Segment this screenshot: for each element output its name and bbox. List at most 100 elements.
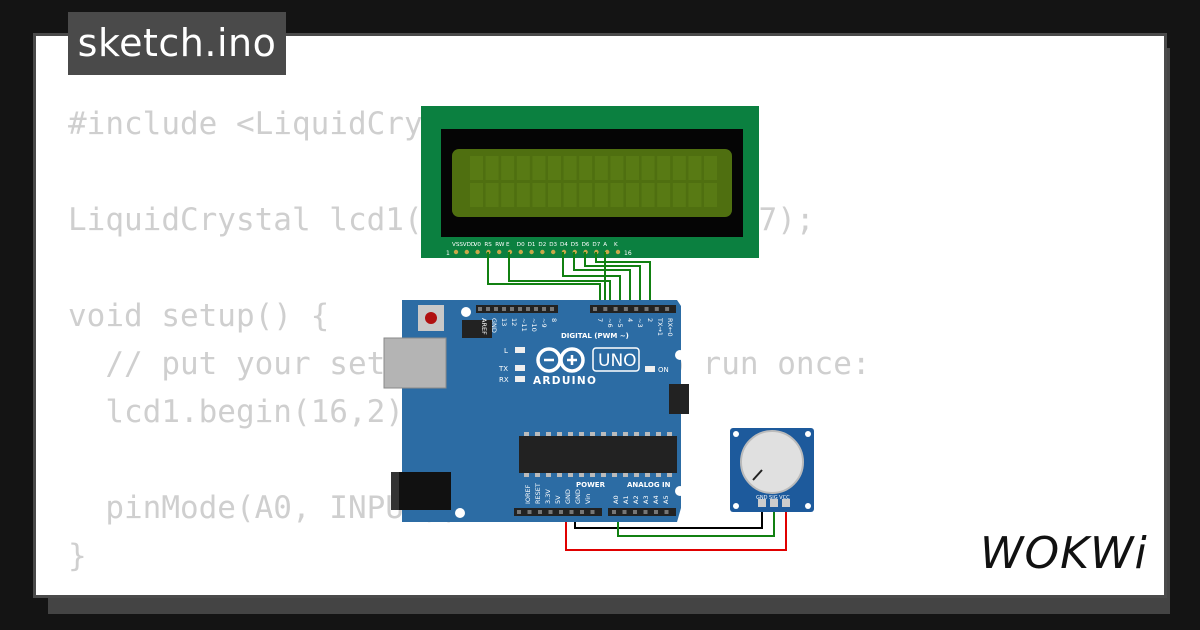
digital-pin[interactable] — [534, 307, 538, 311]
digital-pin[interactable] — [526, 307, 530, 311]
analog-pin-label: A0 — [612, 495, 620, 504]
digital-pin-label: ~3 — [636, 318, 644, 328]
wire-d6[interactable] — [584, 252, 641, 310]
lcd-pin-first: 1 — [446, 250, 450, 257]
lcd-pin[interactable] — [540, 249, 545, 255]
digital-pin[interactable] — [502, 307, 506, 311]
chip-pin — [524, 432, 529, 436]
pot-pin-labels: GND SIG VCC — [756, 495, 790, 501]
wire-e[interactable] — [508, 252, 611, 310]
analog-pin[interactable] — [633, 510, 637, 514]
lcd-char-cell — [610, 183, 624, 207]
analog-pin-label: A1 — [622, 495, 630, 504]
led-label-rx: RX — [499, 376, 509, 384]
pot-knob[interactable] — [740, 430, 804, 494]
lcd-pin[interactable] — [615, 249, 621, 255]
digital-pin[interactable] — [518, 307, 522, 311]
lcd-pin[interactable] — [529, 249, 534, 255]
analog-pin-label: A2 — [632, 495, 640, 504]
digital-pin[interactable] — [654, 307, 659, 311]
arduino-logo-symbols — [544, 355, 577, 365]
lcd-char-cell — [563, 156, 577, 180]
power-pin[interactable] — [548, 510, 553, 514]
digital-pin[interactable] — [494, 307, 498, 311]
wire-rs[interactable] — [487, 252, 601, 310]
lcd-pin[interactable] — [453, 249, 459, 255]
lcd-pin-label: VSS — [452, 242, 463, 248]
power-pin-label: 3.3V — [544, 489, 552, 504]
power-pin[interactable] — [517, 510, 521, 514]
power-pin-label: GND — [564, 489, 572, 504]
analog-pin[interactable] — [664, 510, 669, 514]
lcd-pin[interactable] — [518, 249, 523, 255]
digital-pin[interactable] — [542, 307, 546, 311]
lcd-char-cell — [657, 183, 671, 207]
lcd-char-cell — [501, 183, 515, 207]
digital-pin[interactable] — [603, 307, 608, 311]
analog-pin-label: A4 — [652, 495, 660, 504]
model-label: UNO — [598, 351, 637, 371]
lcd-pin-label: V0 — [474, 242, 482, 248]
lcd-pin[interactable] — [475, 249, 480, 255]
lcd-pin[interactable] — [551, 249, 556, 255]
chip-pin — [535, 432, 540, 436]
wire-d4[interactable] — [562, 252, 621, 310]
lcd-pin[interactable] — [605, 249, 610, 255]
wire-a0[interactable] — [617, 500, 775, 537]
digital-pin[interactable] — [665, 307, 670, 311]
lcd-char-cell — [501, 156, 515, 180]
file-tab[interactable]: sketch.ino — [68, 12, 286, 75]
power-pin[interactable] — [569, 510, 574, 514]
digital-pin[interactable] — [634, 307, 639, 311]
power-jack — [391, 472, 451, 510]
power-pin[interactable] — [580, 510, 584, 514]
chip-pin — [579, 473, 584, 477]
digital-pin[interactable] — [550, 307, 554, 311]
power-pin[interactable] — [538, 510, 542, 514]
analog-pin[interactable] — [643, 510, 648, 514]
digital-pin[interactable] — [486, 307, 490, 311]
power-header-label: POWER — [576, 481, 606, 489]
lcd-pin-label: RW — [495, 242, 505, 248]
digital-pin[interactable] — [613, 307, 618, 311]
analog-pin[interactable] — [622, 510, 627, 514]
wire-d5[interactable] — [573, 252, 631, 310]
pot-indicator — [752, 469, 763, 481]
digital-pin[interactable] — [478, 307, 482, 311]
digital-pin[interactable] — [510, 307, 514, 311]
power-pin[interactable] — [559, 510, 563, 514]
digital-pin[interactable] — [623, 307, 628, 311]
power-pin[interactable] — [590, 510, 595, 514]
chip-pin — [568, 432, 573, 436]
power-pin-label: GND — [574, 489, 582, 504]
mount-holes — [455, 307, 685, 518]
led-label-tx: TX — [498, 365, 508, 373]
analog-pin-label: A3 — [642, 495, 650, 504]
lcd-char-cell — [548, 156, 561, 180]
chip-pin — [590, 473, 595, 477]
power-pin[interactable] — [527, 510, 532, 514]
reset-button-cap[interactable] — [425, 312, 437, 324]
digital-pin-label: ~11 — [520, 318, 528, 332]
lcd-char-cell — [470, 156, 483, 180]
code-line: lcd1.begin(16,2); — [68, 394, 423, 430]
lcd-pin[interactable] — [497, 249, 502, 255]
analog-pin-label: A5 — [662, 495, 670, 504]
analog-header-block — [608, 508, 676, 516]
lcd-char-cell — [470, 183, 483, 207]
wire-d7[interactable] — [595, 252, 651, 310]
digital-pin-label: TX→1 — [656, 317, 664, 336]
analog-pin[interactable] — [612, 510, 616, 514]
digital-pin[interactable] — [593, 307, 597, 311]
lcd-char-cell — [485, 183, 499, 207]
analog-pin[interactable] — [654, 510, 658, 514]
potentiometer[interactable]: GND SIG VCC — [730, 428, 814, 512]
wire-5v[interactable] — [565, 500, 787, 551]
lcd-pin[interactable] — [464, 249, 469, 255]
lcd-pin-last: 16 — [624, 250, 632, 257]
digital-pin[interactable] — [644, 307, 649, 311]
